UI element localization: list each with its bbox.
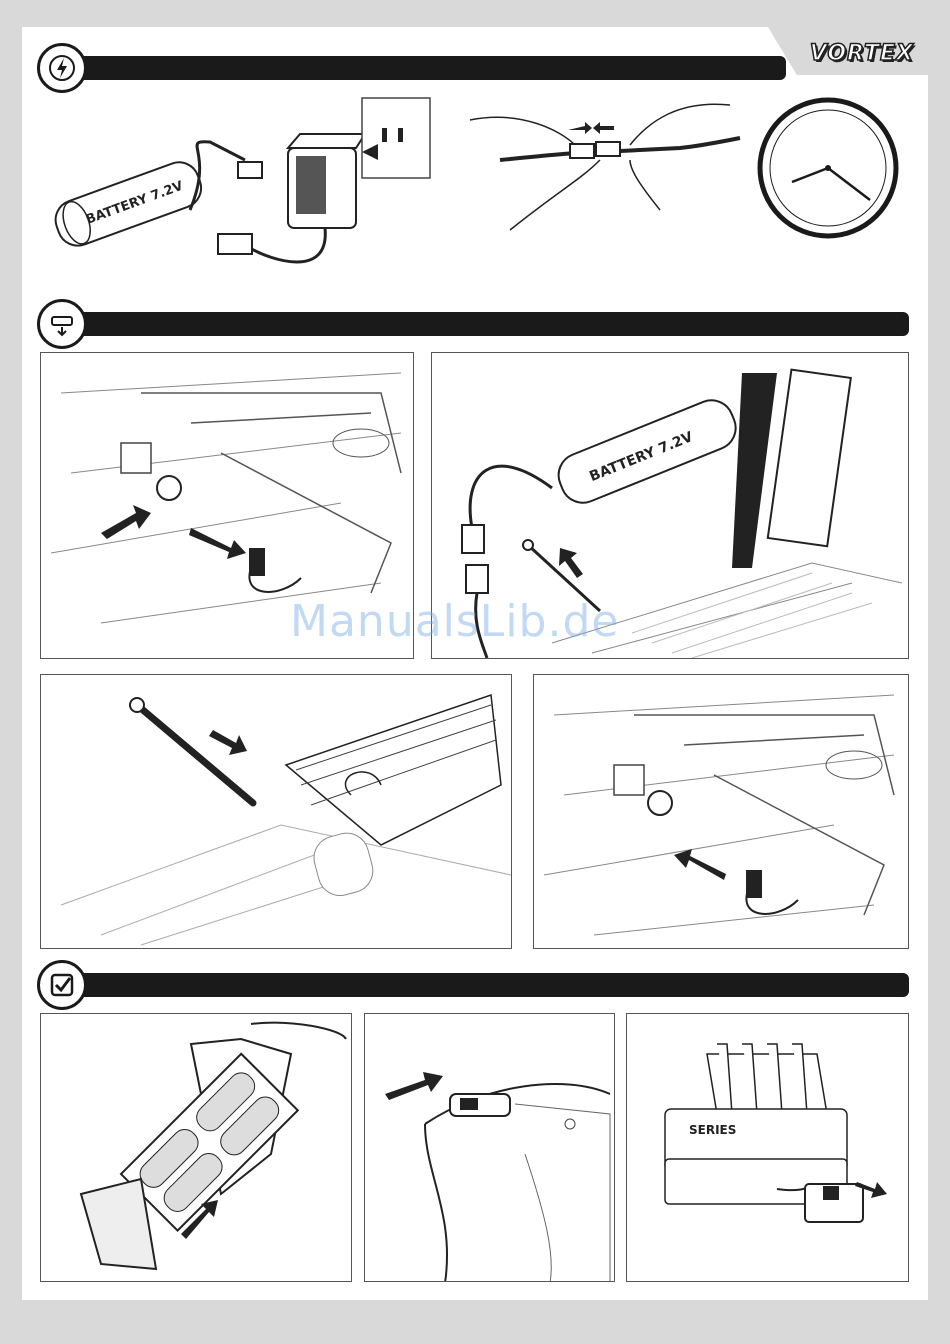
brand-logo: VORTEX xyxy=(810,41,914,66)
section-bar-check xyxy=(62,973,909,997)
step-transmitter-switch-panel xyxy=(364,1013,615,1282)
step-esc-switch-panel: SERIES xyxy=(626,1013,909,1282)
esc-label: SERIES xyxy=(689,1123,736,1137)
checkmark-icon xyxy=(37,960,87,1010)
step-close-latch-panel xyxy=(533,674,909,949)
step-transmitter-batteries-panel xyxy=(40,1013,352,1282)
step-insert-pin-panel xyxy=(40,674,512,949)
lightning-icon xyxy=(37,43,87,93)
hands-connecting-image xyxy=(470,104,740,230)
battery-insert-icon xyxy=(37,299,87,349)
watermark: ManualsLib.de xyxy=(290,596,619,647)
charge-illustrations: BATTERY 7.2V xyxy=(40,90,910,300)
charger-image xyxy=(218,98,430,262)
section-bar-install xyxy=(62,312,909,336)
clock-icon xyxy=(760,100,896,236)
section-bar-charge xyxy=(62,56,786,80)
